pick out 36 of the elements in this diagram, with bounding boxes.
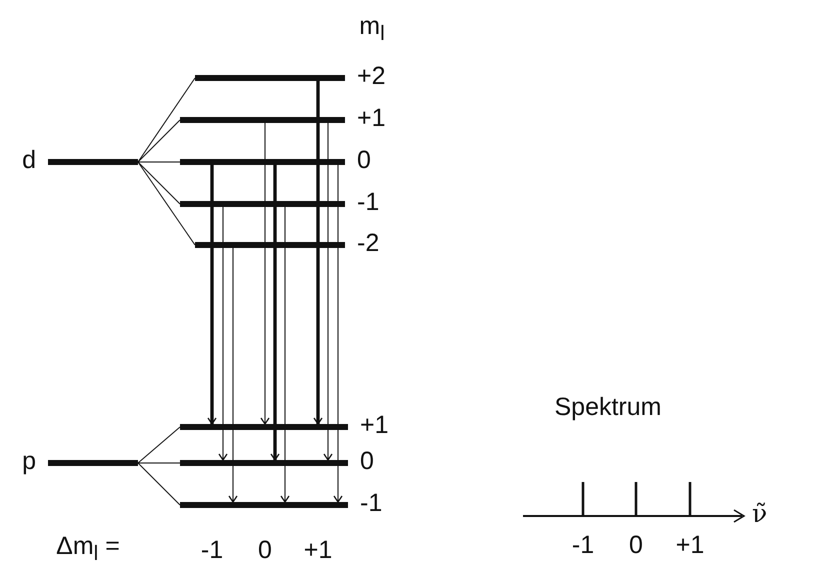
column-label: -1 bbox=[200, 536, 224, 564]
splitting-line bbox=[138, 162, 180, 204]
level-label: p bbox=[22, 447, 36, 475]
splitting-line bbox=[138, 120, 180, 162]
level-label: 0 bbox=[360, 447, 374, 475]
level-label: d bbox=[22, 146, 36, 174]
column-label: 0 bbox=[258, 536, 272, 564]
transition-arrow bbox=[313, 81, 323, 425]
splitting-line bbox=[138, 462, 180, 464]
splitting-line bbox=[138, 462, 180, 506]
splitting-line bbox=[138, 426, 180, 464]
tick-label: -1 bbox=[572, 531, 594, 559]
level-label: +2 bbox=[357, 62, 386, 90]
row-label: Δm$_{l}$ = bbox=[56, 532, 120, 567]
transition-arrow bbox=[270, 165, 280, 461]
tick-label: +1 bbox=[676, 531, 704, 559]
level-label: 0 bbox=[357, 146, 371, 174]
chart-title: Spektrum bbox=[554, 393, 662, 421]
level-label: -1 bbox=[360, 489, 382, 517]
column-label: +1 bbox=[304, 536, 332, 564]
splitting-line bbox=[138, 78, 196, 162]
splitting-line bbox=[138, 162, 196, 246]
axis-label: ν̃ bbox=[752, 500, 768, 528]
transition-arrow bbox=[207, 165, 217, 425]
transition-arrow bbox=[218, 206, 228, 461]
axis-label: m$_{l}$ bbox=[359, 12, 385, 47]
level-label: -2 bbox=[357, 229, 380, 257]
tick-label: 0 bbox=[629, 531, 643, 559]
transition-arrow bbox=[280, 206, 290, 503]
transition-arrow bbox=[260, 122, 270, 425]
level-label: +1 bbox=[357, 104, 386, 132]
level-label: -1 bbox=[357, 188, 380, 216]
transition-arrow bbox=[323, 122, 333, 461]
transition-arrow bbox=[333, 164, 343, 503]
level-label: +1 bbox=[360, 411, 389, 439]
transition-arrow bbox=[228, 248, 238, 503]
